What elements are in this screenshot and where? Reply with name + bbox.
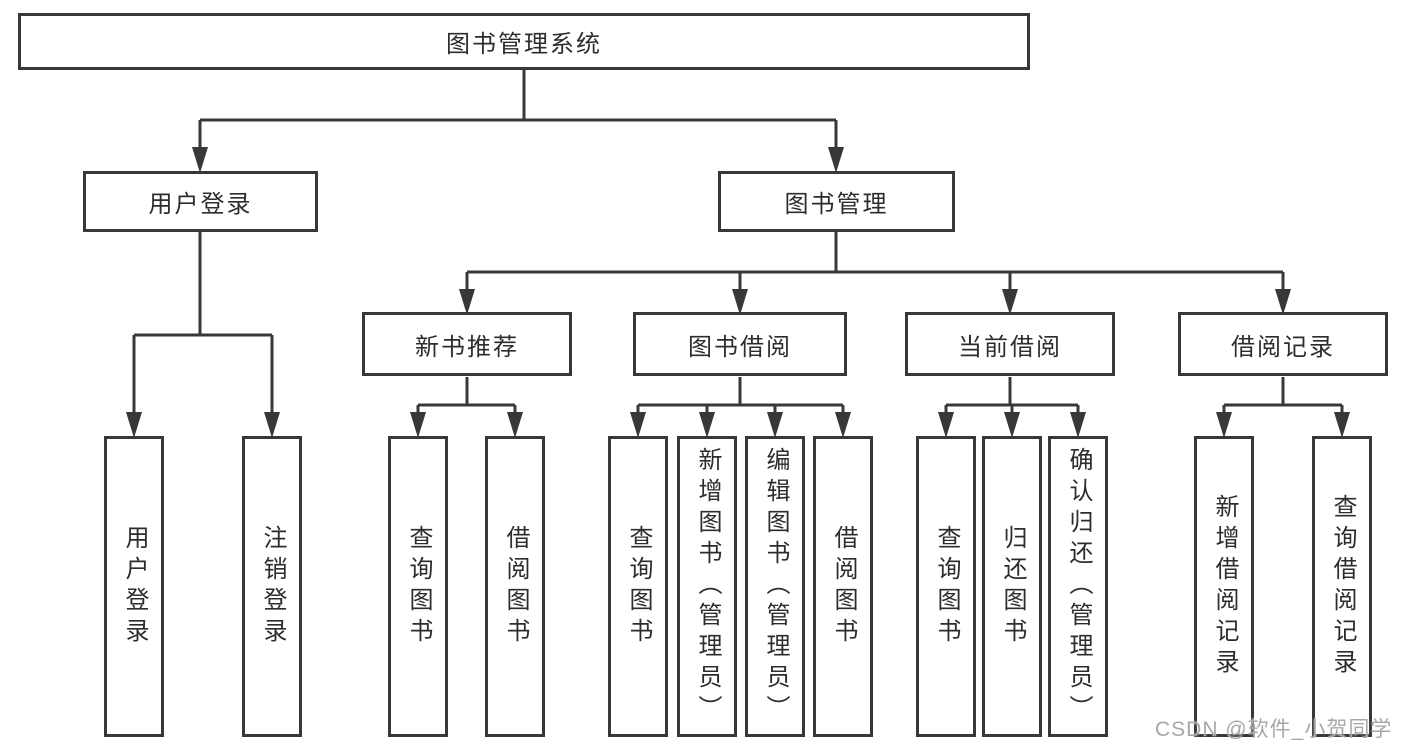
arrow-icon [835, 412, 851, 438]
node-borrow-record: 借阅记录 [1178, 312, 1388, 376]
arrow-icon [828, 147, 844, 173]
node-bb-query-book-label: 查询图书 [625, 524, 652, 649]
arrow-icon [732, 289, 748, 315]
node-user-login: 用户登录 [83, 171, 318, 232]
node-cb-query-book: 查询图书 [916, 436, 976, 737]
node-nb-borrow-book: 借阅图书 [485, 436, 545, 737]
node-bb-query-book: 查询图书 [608, 436, 668, 737]
node-current-borrow: 当前借阅 [905, 312, 1115, 376]
watermark: CSDN @软件_小贺同学 [1155, 718, 1393, 741]
node-br-query-record-label: 查询借阅记录 [1329, 493, 1356, 680]
arrow-icon [459, 289, 475, 315]
arrow-icon [192, 147, 208, 173]
tree-edges [132, 70, 1344, 414]
arrow-icon [264, 412, 280, 438]
node-nb-query-book-label: 查询图书 [405, 524, 432, 649]
node-bb-edit-book-label: 编辑图书（管理员） [762, 447, 789, 726]
node-br-query-record: 查询借阅记录 [1312, 436, 1372, 737]
node-nb-borrow-book-label: 借阅图书 [502, 524, 529, 649]
node-nb-query-book: 查询图书 [388, 436, 448, 737]
arrow-icon [1070, 412, 1086, 438]
arrowhead-icons [126, 147, 1350, 438]
node-bb-add-book-label: 新增图书（管理员） [694, 447, 721, 726]
node-cb-return-book: 归还图书 [982, 436, 1042, 737]
node-cb-confirm-return-label: 确认归还（管理员） [1065, 447, 1092, 726]
node-bb-add-book: 新增图书（管理员） [677, 436, 737, 737]
arrow-icon [1216, 412, 1232, 438]
node-cb-return-book-label: 归还图书 [999, 524, 1026, 649]
arrow-icon [1004, 412, 1020, 438]
arrow-icon [1002, 289, 1018, 315]
node-new-book-recommend: 新书推荐 [362, 312, 572, 376]
node-br-add-record-label: 新增借阅记录 [1211, 493, 1238, 680]
node-cb-query-book-label: 查询图书 [933, 524, 960, 649]
node-bb-edit-book: 编辑图书（管理员） [745, 436, 805, 737]
arrow-icon [938, 412, 954, 438]
node-logout-label: 注销登录 [259, 524, 286, 649]
arrow-icon [1334, 412, 1350, 438]
node-cb-confirm-return: 确认归还（管理员） [1048, 436, 1108, 737]
node-login-label: 用户登录 [121, 524, 148, 649]
node-book-borrow: 图书借阅 [633, 312, 847, 376]
node-login: 用户登录 [104, 436, 164, 737]
arrow-icon [767, 412, 783, 438]
node-root: 图书管理系统 [18, 13, 1030, 70]
arrow-icon [1275, 289, 1291, 315]
node-logout: 注销登录 [242, 436, 302, 737]
arrow-icon [630, 412, 646, 438]
arrow-icon [699, 412, 715, 438]
node-bb-borrow-book: 借阅图书 [813, 436, 873, 737]
arrow-icon [126, 412, 142, 438]
node-br-add-record: 新增借阅记录 [1194, 436, 1254, 737]
node-book-management: 图书管理 [718, 171, 955, 232]
arrow-icon [507, 412, 523, 438]
node-bb-borrow-book-label: 借阅图书 [830, 524, 857, 649]
arrow-icon [410, 412, 426, 438]
